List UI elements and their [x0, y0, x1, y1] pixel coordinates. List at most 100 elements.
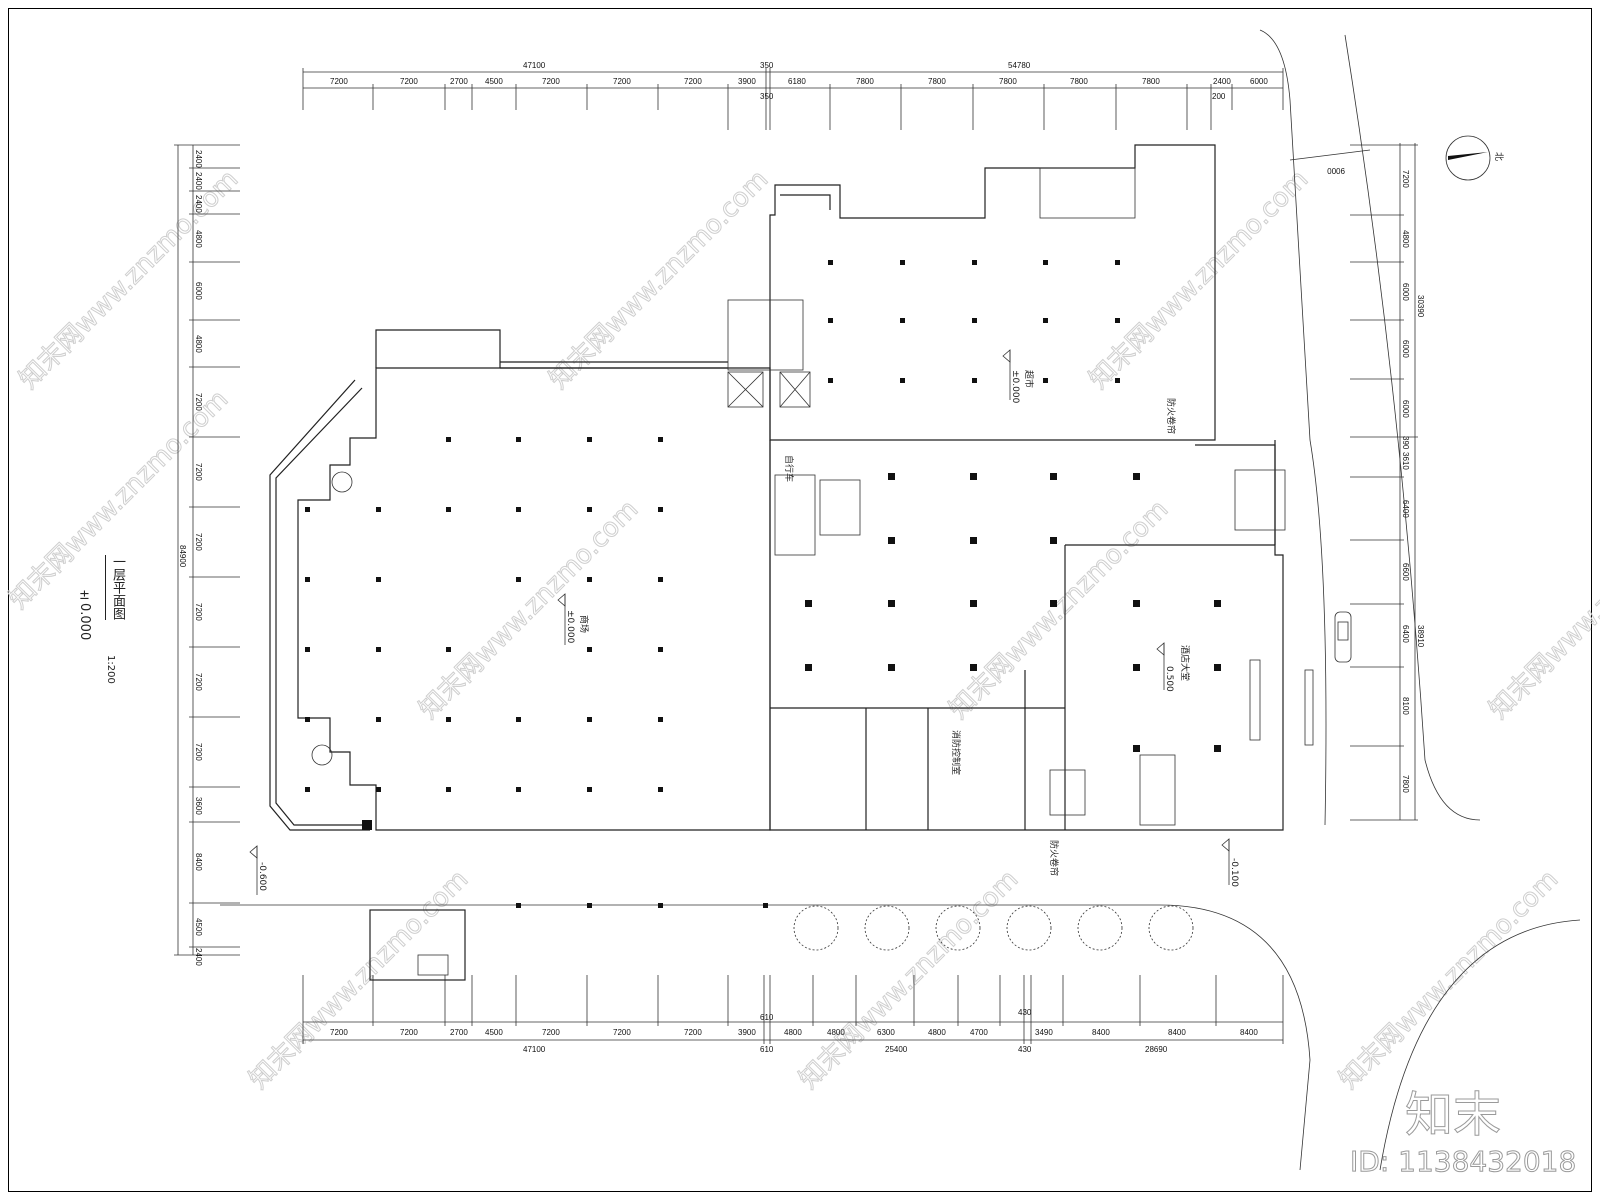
svg-text:7200: 7200 [330, 77, 348, 86]
svg-text:商场: 商场 [578, 615, 590, 633]
svg-text:4800: 4800 [1401, 230, 1410, 248]
svg-text:3490: 3490 [1035, 1028, 1053, 1037]
mall-building [269, 329, 771, 831]
watermark-id: ID: 1138432018 [1349, 1145, 1577, 1179]
drawing-title: 一层平面图 [105, 555, 127, 620]
car-icon [1334, 611, 1352, 663]
svg-text:知末网www.znzmo.com: 知末网www.znzmo.com [1084, 164, 1315, 395]
watermark-layer: 知末网www.znzmo.com 知末网www.znzmo.com 知末网www… [3, 164, 1600, 1096]
svg-text:7200: 7200 [194, 673, 203, 691]
svg-text:47100: 47100 [523, 1045, 546, 1054]
svg-text:350: 350 [760, 92, 774, 101]
svg-text:430: 430 [1018, 1045, 1032, 1054]
svg-text:-0.600: -0.600 [257, 862, 267, 891]
svg-text:知末网www.znzmo.com: 知末网www.znzmo.com [14, 164, 245, 395]
svg-text:6600: 6600 [1401, 563, 1410, 581]
svg-text:7200: 7200 [613, 1028, 631, 1037]
svg-text:2400: 2400 [194, 948, 203, 966]
svg-text:知末网www.znzmo.com: 知末网www.znzmo.com [1334, 864, 1565, 1095]
svg-text:北: 北 [1493, 152, 1504, 161]
svg-text:7800: 7800 [1142, 77, 1160, 86]
svg-text:0.500: 0.500 [1164, 666, 1174, 692]
svg-text:6000: 6000 [194, 282, 203, 300]
svg-text:7200: 7200 [194, 533, 203, 551]
svg-text:25400: 25400 [885, 1045, 908, 1054]
svg-text:7200: 7200 [1401, 170, 1410, 188]
svg-text:消防控制室: 消防控制室 [950, 730, 962, 775]
svg-text:知末网www.znzmo.com: 知末网www.znzmo.com [414, 494, 645, 725]
title-block: 一层平面图 ±0.000 1:200 [60, 540, 140, 700]
svg-text:-0.100: -0.100 [1229, 858, 1239, 887]
svg-text:7200: 7200 [400, 1028, 418, 1037]
svg-text:6180: 6180 [788, 77, 806, 86]
svg-text:390: 390 [1401, 436, 1410, 450]
svg-text:7200: 7200 [684, 77, 702, 86]
svg-text:200: 200 [1212, 92, 1226, 101]
svg-text:自行车: 自行车 [783, 455, 795, 482]
svg-text:350: 350 [760, 61, 774, 70]
svg-text:4800: 4800 [827, 1028, 845, 1037]
svg-text:54780: 54780 [1008, 61, 1031, 70]
svg-text:7200: 7200 [542, 77, 560, 86]
level-markers: ±0.000 超市 ±0.000 商场 0.500 酒店大堂 消防控制室 防火卷… [249, 349, 1239, 895]
right-dimensions: 7200 4800 6000 6000 6000 390 3610 6400 6… [1327, 143, 1425, 821]
svg-text:38910: 38910 [1416, 625, 1425, 648]
svg-text:8400: 8400 [194, 853, 203, 871]
supermarket-building [769, 144, 1216, 441]
svg-text:7200: 7200 [330, 1028, 348, 1037]
landscape-trees [793, 905, 1194, 951]
svg-text:7200: 7200 [613, 77, 631, 86]
svg-text:2400: 2400 [1213, 77, 1231, 86]
svg-text:2700: 2700 [450, 1028, 468, 1037]
svg-text:3600: 3600 [194, 797, 203, 815]
svg-text:2400: 2400 [194, 172, 203, 190]
svg-text:4800: 4800 [194, 335, 203, 353]
svg-text:8100: 8100 [1401, 697, 1410, 715]
top-dimensions: 47100 54780 350 350 200 7200 7200 2700 4… [302, 61, 1284, 130]
svg-text:8400: 8400 [1092, 1028, 1110, 1037]
svg-text:7200: 7200 [194, 393, 203, 411]
svg-text:2400: 2400 [194, 195, 203, 213]
svg-text:7800: 7800 [999, 77, 1017, 86]
svg-text:4800: 4800 [194, 230, 203, 248]
svg-text:7200: 7200 [400, 77, 418, 86]
svg-text:84900: 84900 [178, 545, 187, 568]
svg-text:6000: 6000 [1250, 77, 1268, 86]
svg-text:8400: 8400 [1168, 1028, 1186, 1037]
svg-text:6400: 6400 [1401, 500, 1410, 518]
svg-text:3900: 3900 [738, 1028, 756, 1037]
svg-text:超市: 超市 [1023, 370, 1035, 388]
svg-text:4500: 4500 [485, 77, 503, 86]
site-roads [220, 29, 1581, 1171]
svg-text:知末网www.znzmo.com: 知末网www.znzmo.com [544, 164, 775, 395]
middle-building [769, 440, 1314, 831]
svg-text:8400: 8400 [1240, 1028, 1258, 1037]
svg-text:430: 430 [1018, 1008, 1032, 1017]
svg-text:防火卷帘: 防火卷帘 [1165, 398, 1177, 434]
drawing-frame [8, 8, 1592, 1192]
svg-text:6300: 6300 [877, 1028, 895, 1037]
svg-text:7200: 7200 [194, 743, 203, 761]
svg-text:9000: 9000 [1327, 166, 1345, 175]
svg-text:7200: 7200 [542, 1028, 560, 1037]
svg-text:酒店大堂: 酒店大堂 [1179, 645, 1191, 681]
svg-text:知末网www.znzmo.com: 知末网www.znzmo.com [1484, 494, 1600, 725]
svg-text:3610: 3610 [1401, 452, 1410, 470]
north-arrow-icon: 北 [1445, 135, 1504, 181]
svg-text:2700: 2700 [450, 77, 468, 86]
drawing-elevation: ±0.000 [77, 588, 92, 641]
svg-text:7800: 7800 [928, 77, 946, 86]
svg-text:6400: 6400 [1401, 625, 1410, 643]
svg-text:4800: 4800 [928, 1028, 946, 1037]
svg-text:±0.000: ±0.000 [565, 610, 575, 644]
svg-text:7200: 7200 [194, 463, 203, 481]
left-dimensions: 84900 2400 2400 2400 4800 6000 4800 7200… [174, 144, 240, 966]
vertical-circulation [369, 299, 1286, 981]
svg-text:2400: 2400 [194, 150, 203, 168]
svg-text:4700: 4700 [970, 1028, 988, 1037]
svg-text:±0.000: ±0.000 [1010, 370, 1020, 404]
watermark-brand: 知末 [1404, 1087, 1502, 1144]
svg-text:7200: 7200 [684, 1028, 702, 1037]
svg-text:3900: 3900 [738, 77, 756, 86]
